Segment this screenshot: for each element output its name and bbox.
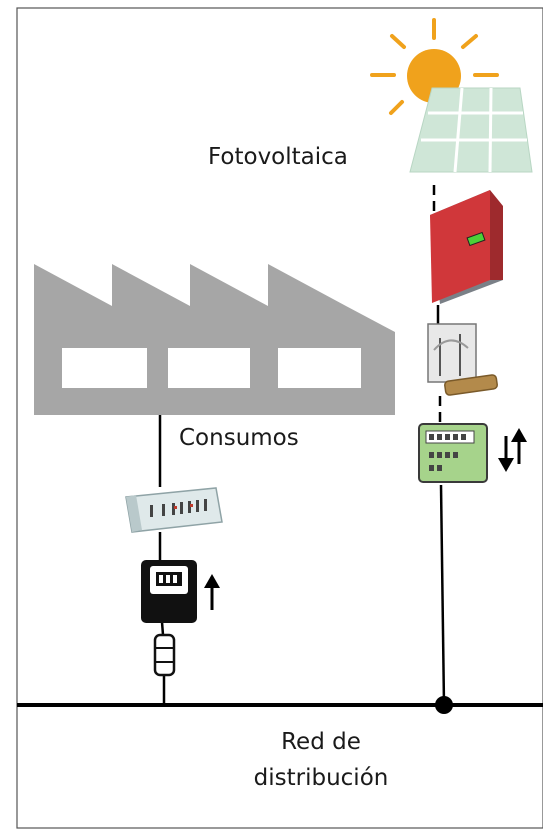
photovoltaic-label: Fotovoltaica — [208, 144, 348, 170]
protection-box-icon — [427, 323, 498, 396]
distribution-grid-label: Red de distribución — [232, 724, 410, 796]
pv-feeder-line — [432, 185, 446, 706]
consumption-feeder-line — [158, 415, 166, 705]
distribution-board-icon — [125, 487, 223, 533]
energy-meter-icon — [141, 560, 197, 623]
bidirectional-arrows-icon — [498, 428, 527, 472]
consumption-label: Consumos — [179, 425, 299, 451]
bidirectional-meter-icon — [418, 423, 488, 483]
distribution-grid-label-line1: Red de — [281, 729, 361, 755]
factory-icon — [34, 264, 395, 415]
inverter-icon — [430, 190, 503, 304]
fuse-icon — [153, 633, 176, 677]
diagram-border — [16, 7, 543, 829]
sun-icon — [370, 18, 499, 115]
export-arrow-icon — [204, 574, 220, 610]
solar-panel-icon — [409, 87, 533, 173]
distribution-grid-label-line2: distribución — [253, 765, 389, 791]
